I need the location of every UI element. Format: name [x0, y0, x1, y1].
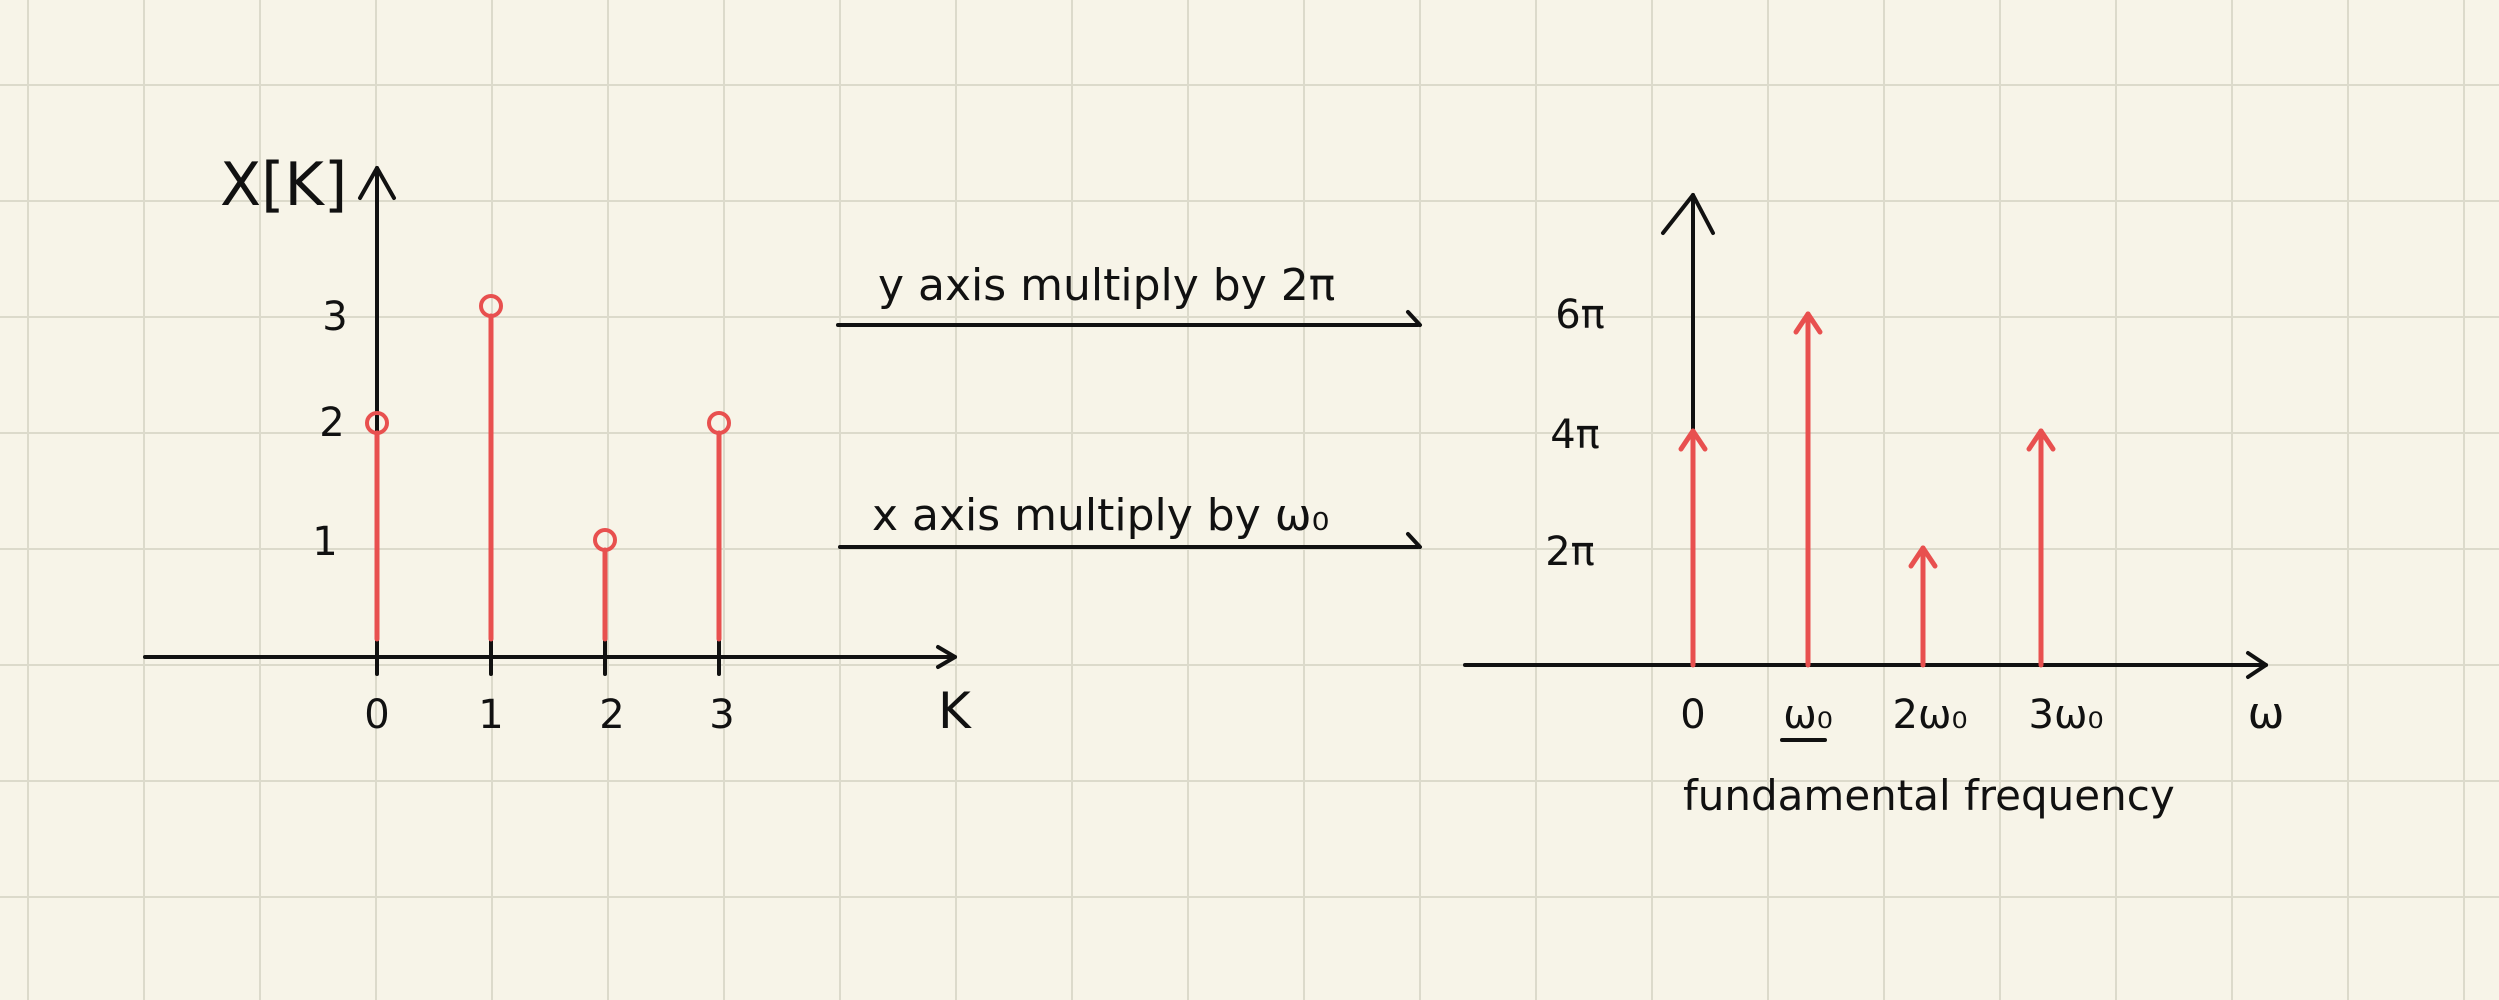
left-y-tick-2: 2: [319, 400, 344, 446]
right-impulses: [1678, 311, 2056, 668]
impulse-arrowhead-2: [1908, 545, 1938, 569]
right-y-ticks: 2π 4π 6π: [1545, 292, 1605, 575]
right-x-axis-label: ω: [2248, 688, 2285, 739]
left-y-axis-arrowhead: [358, 166, 396, 200]
left-y-axis-label: X[K]: [220, 150, 347, 220]
left-x-tick-label-0: 0: [364, 692, 389, 738]
right-x-ticks: 0 ω₀ 2ω₀ 3ω₀ ω: [1680, 688, 2285, 742]
transform-x-arrowhead: [1406, 532, 1422, 549]
stem-marker-k1: [479, 294, 503, 318]
right-y-tick-6pi: 6π: [1555, 292, 1605, 338]
stem-marker-k3: [707, 411, 731, 435]
left-x-axis-label: K: [938, 682, 972, 740]
left-x-tick-label-2: 2: [599, 692, 624, 738]
transform-x-text: x axis multiply by ω₀: [872, 490, 1329, 541]
right-x-tick-label-2w0: 2ω₀: [1893, 692, 1968, 738]
fundamental-frequency-note: fundamental frequency: [1683, 771, 2175, 820]
right-y-tick-4pi: 4π: [1550, 412, 1600, 458]
right-x-tick-label-w0: ω₀: [1783, 692, 1833, 738]
impulse-arrowhead-1: [1793, 311, 1823, 335]
impulse-arrowhead-3: [2026, 428, 2056, 452]
left-y-tick-3: 3: [322, 294, 347, 340]
stem-marker-k2: [593, 528, 617, 552]
left-x-tick-label-3: 3: [709, 692, 734, 738]
right-y-axis-arrowhead: [1661, 193, 1715, 235]
right-y-tick-2pi: 2π: [1545, 529, 1595, 575]
left-stems: [365, 294, 731, 642]
right-x-tick-label-0: 0: [1680, 692, 1705, 738]
stem-marker-k0: [365, 411, 389, 435]
left-discrete-plot: X[K] K 1 2 3 0 1 2 3: [143, 150, 972, 740]
transform-y-arrowhead: [1406, 310, 1422, 327]
left-x-ticks: 0 1 2 3: [364, 638, 735, 738]
left-y-ticks: 1 2 3: [312, 294, 347, 565]
right-x-axis-arrowhead: [2246, 651, 2268, 679]
impulse-arrowhead-0: [1678, 428, 1708, 452]
transform-y-text: y axis multiply by 2π: [878, 260, 1335, 311]
left-y-tick-1: 1: [312, 519, 337, 565]
left-x-tick-label-1: 1: [478, 692, 503, 738]
right-x-tick-label-3w0: 3ω₀: [2029, 692, 2104, 738]
transform-notes: y axis multiply by 2π x axis multiply by…: [836, 260, 1422, 549]
left-x-axis-arrowhead: [936, 645, 957, 669]
right-spectrum-plot: 2π 4π 6π 0 ω₀ 2ω₀ 3ω₀ ω fundamental freq…: [1463, 193, 2285, 820]
